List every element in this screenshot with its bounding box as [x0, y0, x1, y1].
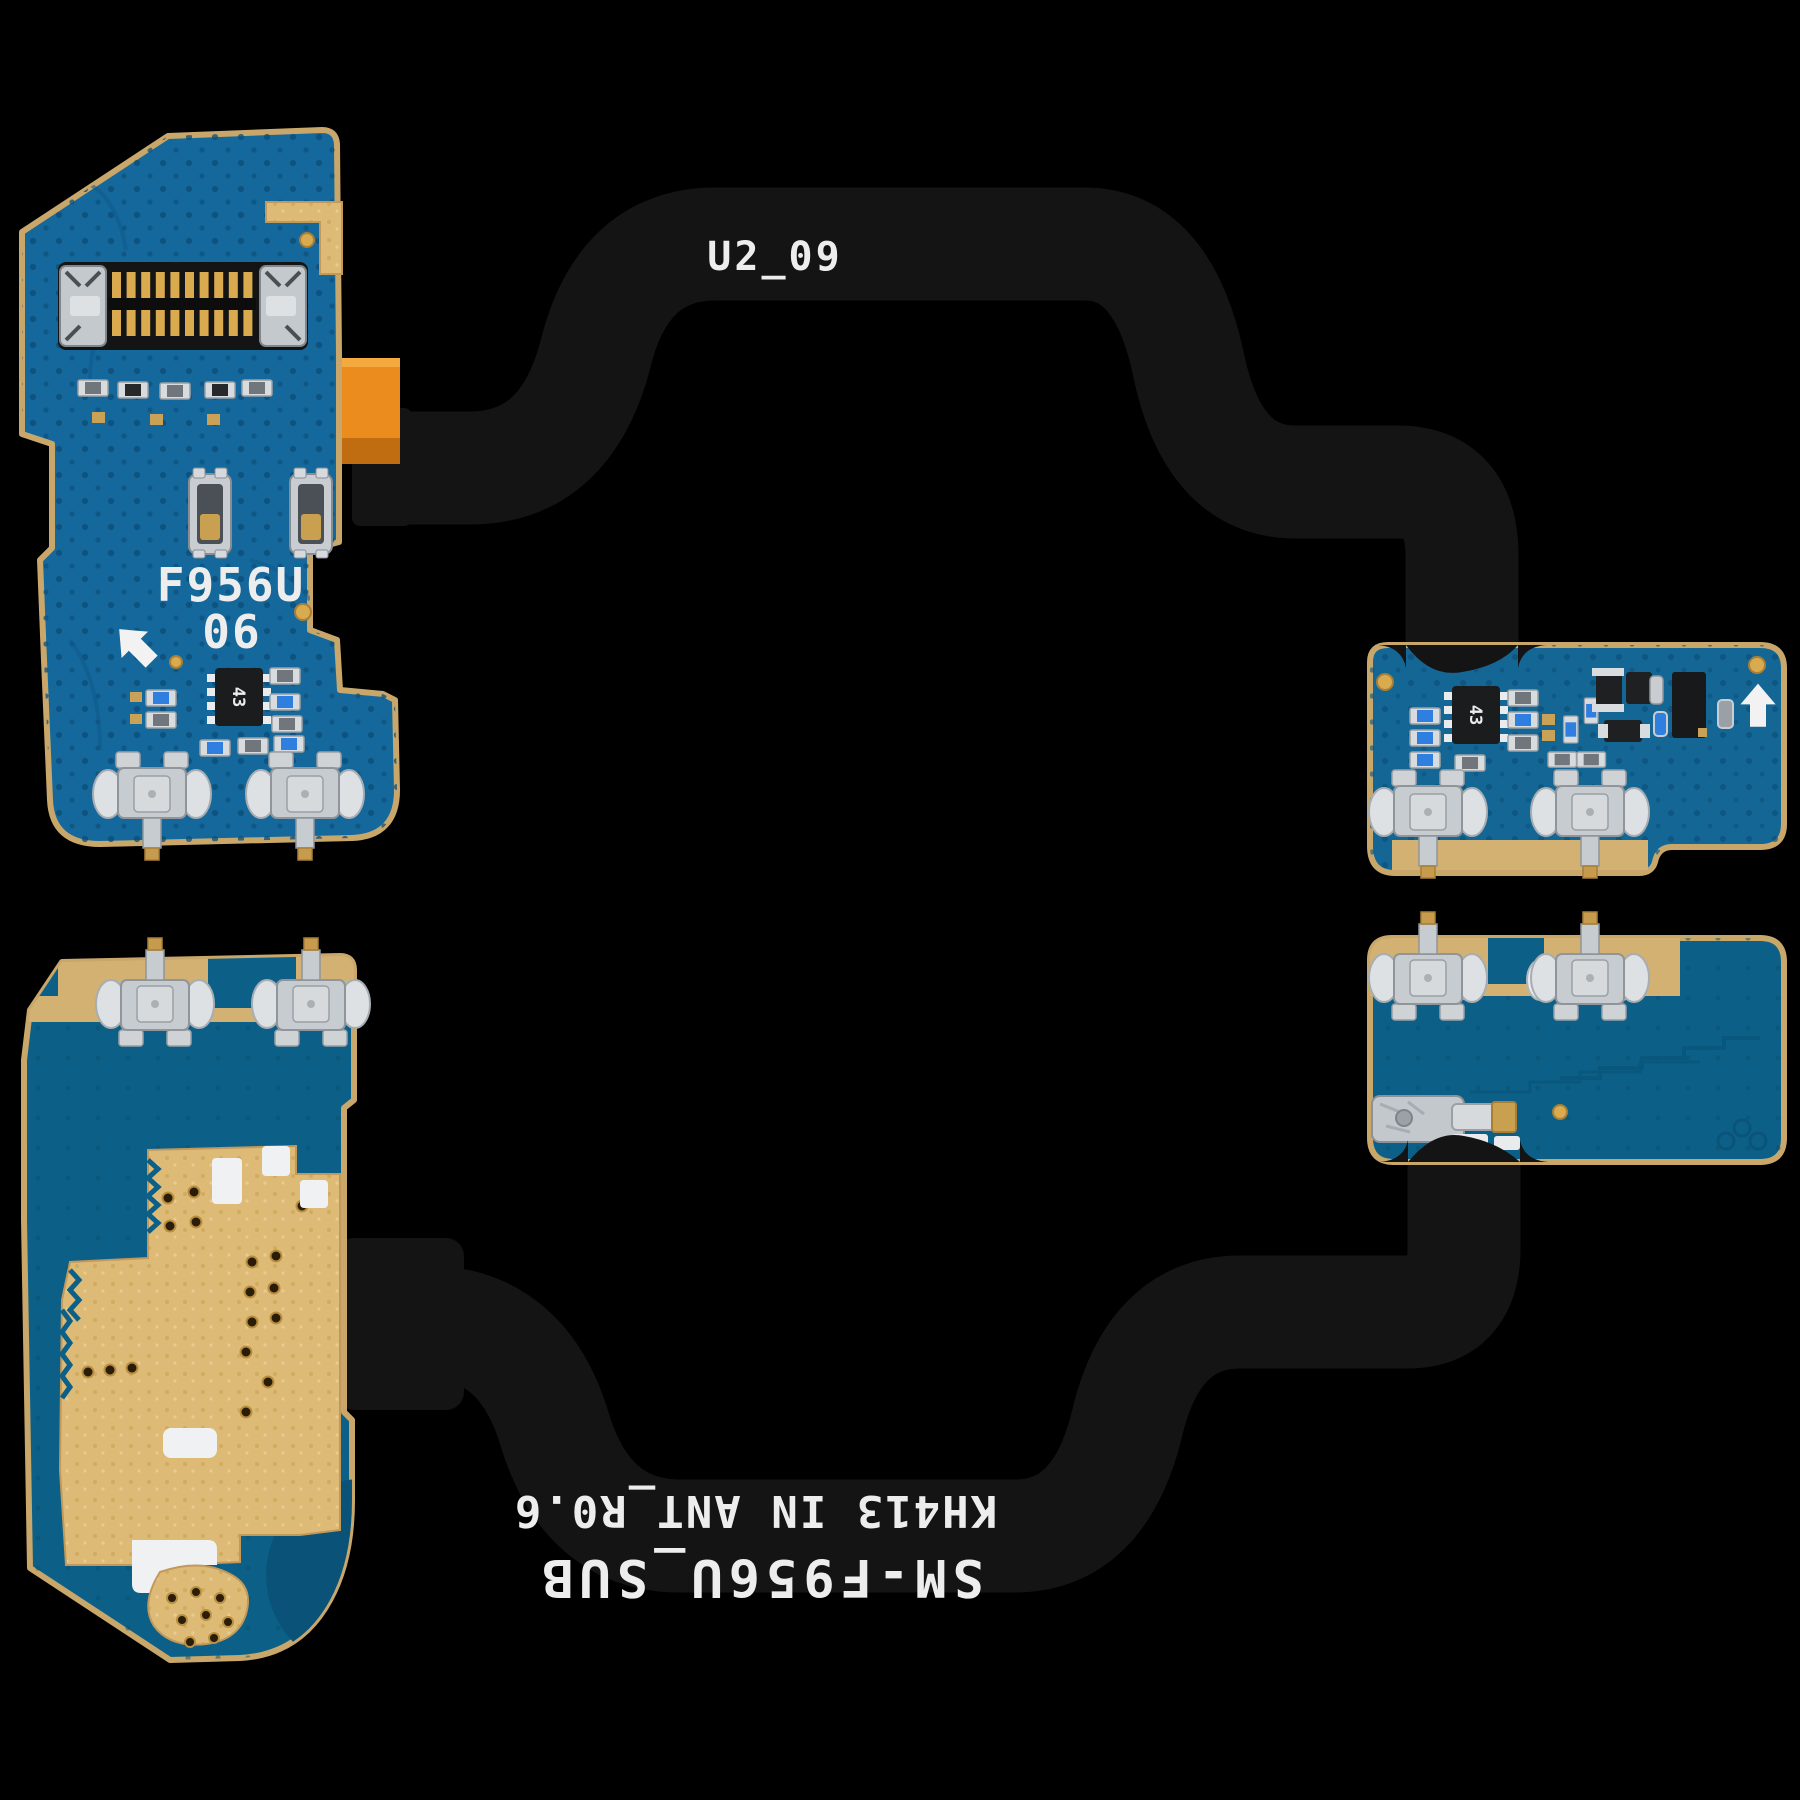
flex-markings-rotated-180: KH413 IN ANT_R0.6 SM-F956U_SUB	[513, 1485, 997, 1607]
gold-pad	[92, 412, 105, 423]
flex-junction-top	[1378, 645, 1546, 673]
flex-ribbon-bottom	[352, 1152, 1521, 1593]
smd-row	[77, 379, 273, 425]
via-dots	[166, 1586, 234, 1648]
gold-via	[299, 232, 315, 248]
white-pad	[163, 1428, 217, 1458]
smd-capacitor	[1409, 729, 1441, 747]
smd-resistor	[1547, 751, 1578, 768]
smd-resistor	[271, 715, 303, 733]
bottom-left-pcb	[21, 937, 371, 1663]
connector-pins-row-bottom	[112, 310, 253, 336]
smd-resistor	[237, 737, 269, 755]
flex-ribbon-top	[396, 187, 1519, 658]
ring-pads	[1716, 1118, 1768, 1151]
smd-capacitor	[269, 693, 301, 711]
smd-cluster	[1409, 668, 1734, 772]
smd-resistor	[145, 711, 177, 729]
gold-pad	[1491, 1101, 1517, 1133]
smd-capacitor	[1409, 751, 1441, 769]
smd-capacitor	[1653, 711, 1668, 737]
gold-via	[1552, 1104, 1568, 1120]
gold-pad	[1542, 730, 1555, 741]
flex-junction-bottom	[1380, 1135, 1548, 1162]
connector-pins-row-top	[112, 272, 253, 298]
top-left-pcb: F956U 06 43	[19, 127, 400, 861]
smd-resistor	[1454, 754, 1486, 772]
smd-capacitor	[117, 381, 149, 399]
smd-module	[1672, 672, 1706, 738]
smd-capacitor	[199, 739, 231, 757]
smd-resistor	[77, 379, 109, 397]
via-dots	[1376, 656, 1766, 691]
flex-marking-sm-f956u-sub: SM-F956U_SUB	[536, 1547, 984, 1607]
interconnect-flex-bottom: KH413 IN ANT_R0.6 SM-F956U_SUB	[336, 1152, 1521, 1607]
flex-marking-u2: U2_09	[707, 234, 842, 280]
smd-capacitor	[1649, 675, 1664, 705]
via-dots	[169, 603, 312, 669]
smd-capacitor	[1717, 699, 1734, 729]
smd-inductor	[1604, 720, 1642, 742]
white-pad	[212, 1158, 242, 1204]
gold-splotch	[147, 1564, 249, 1648]
right-middle-pcb: 43	[1367, 642, 1787, 879]
bottom-right-pcb	[1367, 911, 1787, 1165]
smd-cluster	[130, 667, 305, 757]
smd-resistor	[241, 379, 273, 397]
silkscreen-revision: 06	[202, 605, 261, 659]
smd-resistor	[159, 382, 191, 400]
gold-pad	[1542, 714, 1555, 725]
silkscreen-model: F956U	[157, 558, 305, 612]
smd-capacitor	[273, 735, 305, 753]
white-pad	[262, 1146, 290, 1176]
smd-capacitor	[204, 381, 236, 399]
shield-contact-clip	[289, 467, 333, 559]
smd-capacitor	[1507, 711, 1539, 729]
ic-marking: 43	[1465, 705, 1485, 725]
gold-pad	[207, 414, 220, 425]
smd-resistor	[1507, 689, 1539, 707]
rf-ic: 43	[207, 668, 271, 726]
smd-inductor	[1626, 672, 1652, 704]
rf-ic: 43	[1444, 686, 1508, 744]
smd-resistor	[269, 667, 301, 685]
smd-capacitor	[145, 689, 177, 707]
btb-connector	[58, 262, 308, 350]
gold-l-pad	[265, 201, 343, 275]
smd-capacitor	[1409, 707, 1441, 725]
orange-flex-stiffener	[342, 358, 400, 464]
pour-scalloped-edge	[58, 1158, 162, 1400]
smd-inductor	[1596, 674, 1622, 706]
smd-resistor	[1576, 751, 1607, 768]
smd-capacitor	[1562, 715, 1579, 744]
white-pad	[1494, 1136, 1520, 1150]
gold-pad	[150, 414, 163, 425]
stepped-traces	[1470, 1036, 1760, 1094]
shield-contact-clip	[188, 467, 232, 559]
white-l-pad	[132, 1540, 217, 1593]
smd-resistor	[1507, 734, 1539, 752]
antenna-copper-pour	[58, 1144, 341, 1566]
flex-marking-kh413: KH413 IN ANT_R0.6	[513, 1485, 997, 1536]
ic-marking: 43	[228, 687, 248, 707]
white-pad	[300, 1180, 328, 1208]
